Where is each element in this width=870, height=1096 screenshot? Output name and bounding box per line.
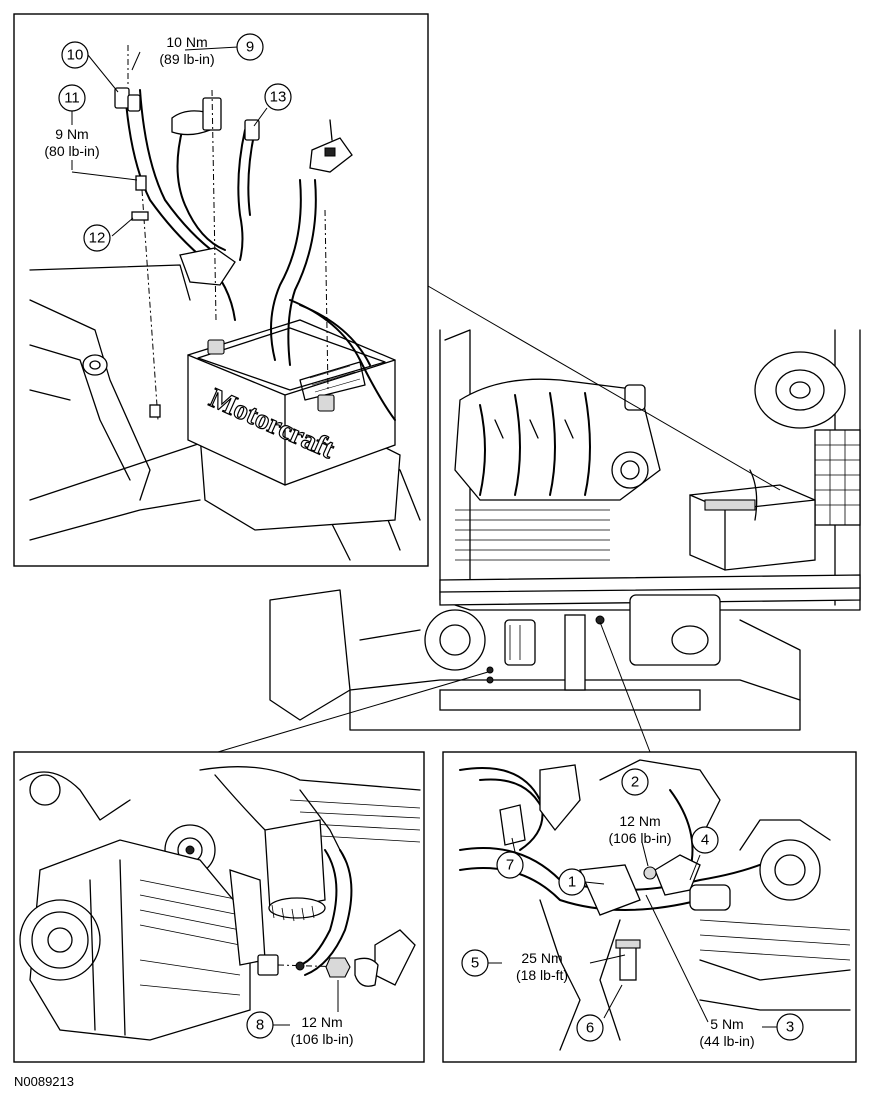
svg-text:1: 1	[568, 874, 576, 891]
svg-text:3: 3	[786, 1019, 794, 1036]
nut-2	[643, 866, 657, 880]
svg-text:2: 2	[631, 774, 639, 791]
callout-11: 11	[58, 84, 86, 112]
throttle-body	[611, 451, 649, 489]
svg-text:11: 11	[64, 90, 80, 107]
svg-text:10 Nm: 10 Nm	[166, 34, 207, 50]
svg-text:4: 4	[701, 832, 709, 849]
battery-detail-panel: Motorcraft	[13, 13, 429, 567]
callout-8: 8	[246, 1011, 274, 1039]
callout-13: 13	[264, 83, 292, 111]
torque-spec-9: 10 Nm (89 lb-in)	[159, 34, 214, 67]
harness-detail-panel	[442, 751, 857, 1063]
clip-13	[244, 119, 260, 141]
reservoir-overview	[629, 594, 721, 666]
detail-leader-lines	[217, 285, 781, 753]
fuse-box	[814, 429, 861, 526]
battery-cables	[114, 87, 396, 421]
generator-detail-panel	[13, 751, 425, 1063]
callout-5: 5	[461, 949, 489, 977]
strut-tower-right	[754, 351, 846, 429]
svg-text:5 Nm: 5 Nm	[710, 1016, 743, 1032]
svg-text:9: 9	[246, 39, 254, 56]
svg-text:(80 lb-in): (80 lb-in)	[44, 143, 99, 159]
generator-nut	[325, 957, 351, 978]
torque-spec-3: 5 Nm (44 lb-in)	[699, 1016, 777, 1049]
callout-3: 3	[776, 1013, 804, 1041]
torque-spec-11: 9 Nm (80 lb-in)	[44, 126, 99, 159]
callout-4: 4	[691, 826, 719, 854]
bolt-6	[619, 944, 637, 981]
svg-text:8: 8	[256, 1017, 264, 1034]
battery-overview	[689, 469, 816, 571]
svg-text:6: 6	[586, 1020, 594, 1037]
oil-filter	[264, 819, 326, 922]
bolt-11	[135, 175, 147, 191]
svg-text:25 Nm: 25 Nm	[521, 950, 562, 966]
battery: Motorcraft	[187, 319, 396, 486]
negative-terminal	[207, 339, 225, 355]
svg-text:12: 12	[89, 230, 106, 247]
positive-terminal	[317, 394, 335, 412]
nut-12	[131, 211, 149, 221]
svg-text:12 Nm: 12 Nm	[619, 813, 660, 829]
callout-12: 12	[83, 224, 111, 252]
svg-text:13: 13	[270, 89, 287, 106]
clip-7	[499, 804, 526, 846]
lower-front-assembly	[269, 589, 801, 731]
callout-9: 9	[236, 33, 264, 61]
svg-text:7: 7	[506, 857, 514, 874]
callout-1: 1	[558, 868, 586, 896]
generator	[19, 839, 266, 1041]
callout-6: 6	[576, 1014, 604, 1042]
svg-text:(106 lb-in): (106 lb-in)	[290, 1031, 353, 1047]
svg-text:10: 10	[67, 47, 84, 64]
callout-7: 7	[496, 851, 524, 879]
callout-10: 10	[61, 41, 89, 69]
svg-text:12 Nm: 12 Nm	[301, 1014, 342, 1030]
intake-manifold	[454, 378, 661, 501]
torque-spec-8: 12 Nm (106 lb-in)	[273, 1014, 354, 1047]
svg-text:(44 lb-in): (44 lb-in)	[699, 1033, 754, 1049]
torque-spec-2: 12 Nm (106 lb-in)	[608, 813, 671, 846]
lower-crossmember	[439, 689, 701, 711]
generator-connector	[257, 954, 279, 976]
callout-2: 2	[621, 768, 649, 796]
generator-overview	[424, 609, 486, 671]
figure-id: N0089213	[14, 1074, 74, 1089]
harness-bracket	[579, 864, 641, 916]
svg-text:9 Nm: 9 Nm	[55, 126, 88, 142]
torque-spec-5: 25 Nm (18 lb-ft)	[488, 950, 568, 983]
svg-text:5: 5	[471, 955, 479, 972]
svg-text:(106 lb-in): (106 lb-in)	[608, 830, 671, 846]
fastener-centerlines	[127, 45, 329, 421]
svg-text:(89 lb-in): (89 lb-in)	[159, 51, 214, 67]
engine-bay-overview	[439, 329, 861, 611]
svg-text:(18 lb-ft): (18 lb-ft)	[516, 967, 568, 983]
